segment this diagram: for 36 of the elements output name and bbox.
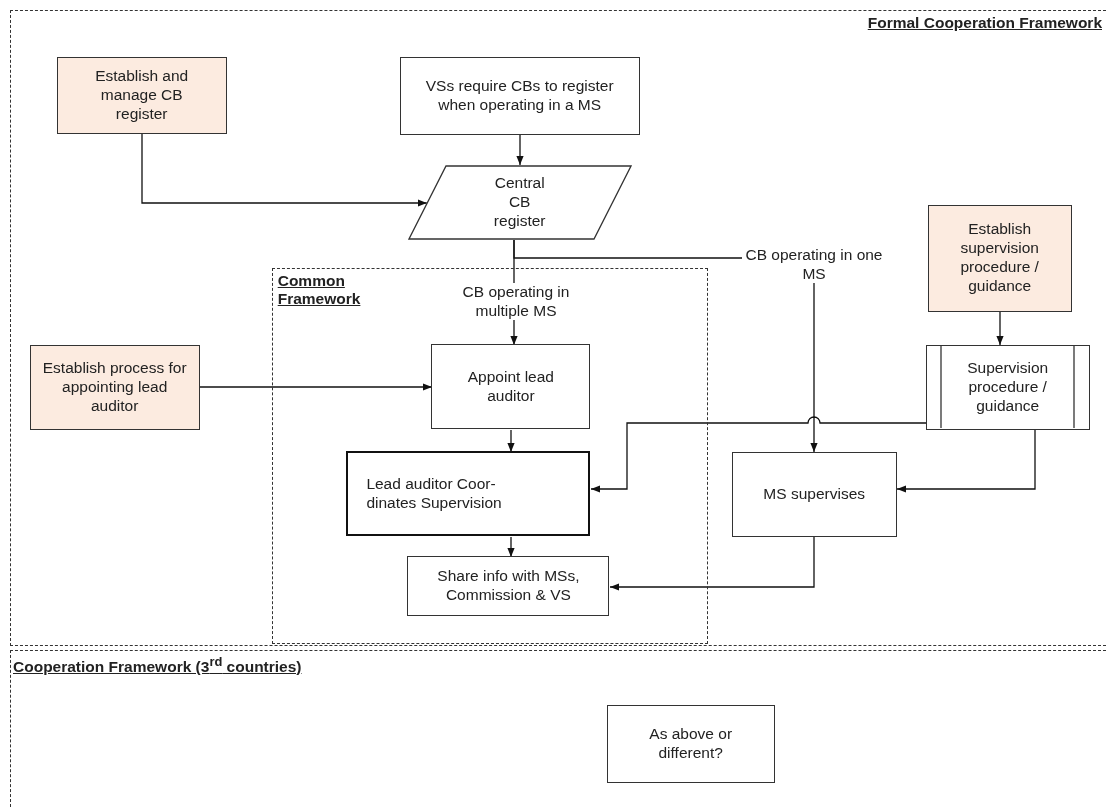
process-box — [399, 56, 640, 135]
arrow — [199, 383, 433, 391]
box-text: Establish and manage CB register — [94, 66, 190, 124]
process-box — [407, 556, 610, 617]
framework-region — [10, 10, 1106, 646]
box-text: Supervision procedure / guidance — [966, 358, 1050, 416]
box-text: Share info with MSs, Commission & VS — [436, 567, 581, 606]
process-box — [56, 56, 227, 134]
box-text: VSs require CBs to register when operating in a MS — [424, 76, 615, 115]
process-box — [927, 204, 1072, 312]
box-text: Central CB register — [492, 173, 547, 231]
data-parallelogram — [407, 164, 632, 240]
arrow — [507, 536, 515, 558]
box-text: Appoint lead auditor — [466, 367, 555, 406]
arrow — [516, 134, 524, 166]
arrow — [507, 429, 515, 453]
process-box — [606, 704, 775, 783]
process-box — [431, 344, 591, 430]
box-text: MS supervises — [763, 484, 865, 504]
predefined-process-box — [925, 344, 1090, 430]
box-text: Establish supervision procedure / guidance — [959, 220, 1040, 296]
region-heading: Cooperation Framework (3$^{rd}$ countries) — [13, 654, 302, 677]
framework-region — [271, 267, 708, 644]
box-text: Establish process for appointing lead auditor — [41, 358, 188, 416]
arrow — [609, 536, 815, 591]
region-heading: Formal Cooperation Framework — [867, 14, 1102, 33]
box-text: As above or different? — [648, 724, 734, 763]
framework-region — [10, 650, 1106, 807]
arrow — [996, 311, 1004, 346]
process-box — [29, 344, 200, 430]
arrow — [896, 429, 1036, 493]
box-text: Lead auditor Coor-dinates Supervision — [366, 474, 503, 513]
arrow — [590, 416, 927, 493]
process-box — [346, 451, 591, 537]
process-box — [731, 451, 897, 537]
region-heading: Common Framework — [277, 271, 362, 309]
